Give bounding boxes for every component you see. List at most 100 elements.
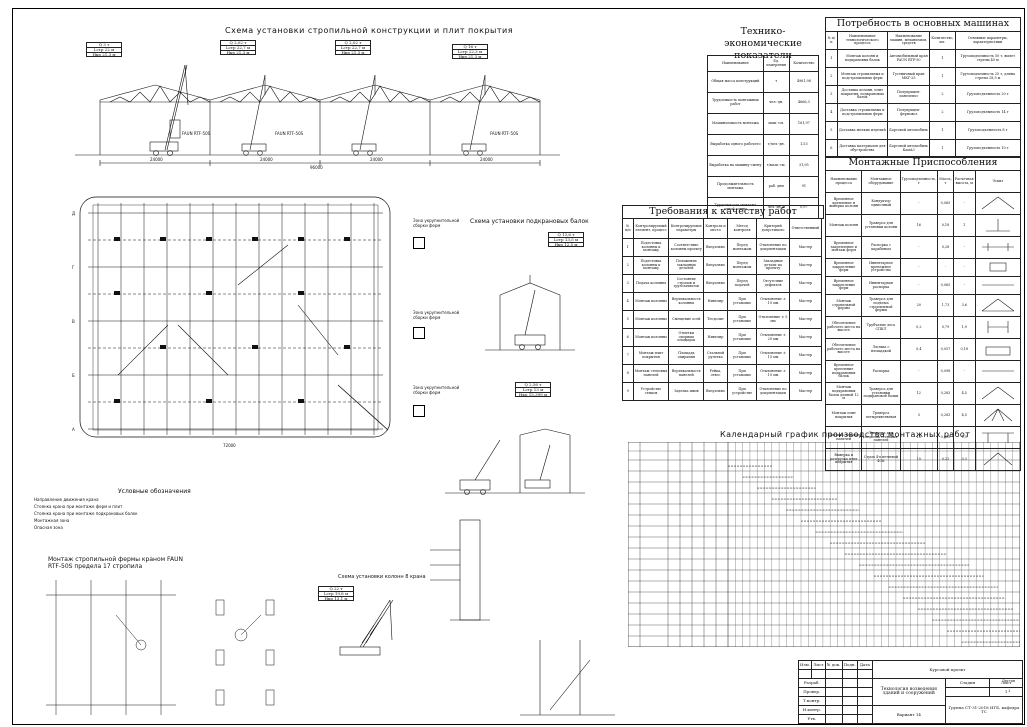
dim-bay-3: 24000 [370, 157, 383, 162]
legend-item: Монтажная зона [34, 518, 70, 523]
machines-table: № п/п Наименование технологического проц… [825, 31, 1021, 158]
column-scheme-title: Схема установки колонн 8 крана [338, 574, 426, 580]
machines-header: Наименование технологического процесса [836, 31, 888, 50]
devices-table: Наименование процесса Монтажное оборудов… [824, 170, 1022, 471]
truss-elevation-drawing [445, 428, 585, 495]
col-params: Q 22 т Lстр 19,8 м Hкр 13,1 м [318, 586, 354, 602]
stamp-role: Подп. [841, 660, 858, 670]
sketch-cell [974, 236, 1022, 259]
dim-grid-total: 72000 [223, 443, 236, 448]
tech-econ-header: Ед. измерения [762, 55, 790, 72]
crane-params-2: Q 2,02 т Lстр 22,7 м Hкр 21,3 м [220, 40, 256, 56]
stamp-role: Н.контр. [798, 705, 826, 715]
sketch-cell [974, 276, 1022, 295]
machines-header: № п/п [825, 31, 838, 50]
dim-bay-2: 24000 [260, 157, 273, 162]
crane-params-4: Q 16 т Lстр 22,3 м Hкр 21,3 м [452, 44, 488, 60]
crane-label-3: FAUN RTF-50S [490, 131, 519, 136]
stamp-stage-label: Стадия [944, 678, 991, 688]
legend-item: Стоянка крана при монтаже ферм и плит [34, 504, 123, 509]
quality-title: Требования к качеству работ [622, 205, 824, 219]
crane-label-1: FAUN RTF-50S [182, 131, 211, 136]
plan-grid: Д Г В Б А 72000 [72, 196, 391, 448]
stamp-sheet-value: 1 [989, 687, 1023, 697]
row-label-a: А [72, 427, 75, 432]
stamp-role: Изм. [797, 660, 813, 670]
column-section-drawing [430, 519, 615, 716]
machines-header: Наименование машин, механизмов, средств [886, 31, 931, 50]
legend-item: Направление движения крана [34, 497, 99, 502]
calendar-grid [628, 442, 1020, 647]
crane-beams-title: Схема установки подкрановых балок [470, 218, 589, 225]
quality-header: Метод контроля [726, 218, 758, 239]
devices-header: Эскиз [974, 170, 1022, 193]
sketch-cell [974, 258, 1022, 277]
sketch-cell [974, 316, 1022, 339]
tech-econ-header: Количество [788, 55, 820, 72]
row-label-d: Д [72, 211, 75, 216]
devices-header: Грузоподъемность, т [899, 170, 939, 193]
crane-param-h: Hкр 21,3 м [220, 49, 256, 56]
zone-box-1 [413, 237, 425, 249]
sketch-cell [974, 214, 1022, 237]
beam-param-h: Hкр 12,5 м [548, 241, 584, 248]
stamp-role: Дата [856, 660, 873, 670]
stamp-sheets-label: Листов [1002, 679, 1016, 683]
crane-params-3: Q 2,02 т Lстр 22,7 м Hкр 21,3 м [335, 40, 371, 56]
truss-install-title: Монтаж стропильной фермы краном FAUN RTF… [48, 556, 183, 570]
stamp-title: Технология возведения зданий и сооружени… [871, 678, 946, 706]
machines-title: Потребность в основных машинах [825, 17, 1021, 32]
machines-header: Основные параметры, характеристики [954, 31, 1021, 50]
stamp-project: Курсовой проект [871, 660, 1024, 679]
sketch-cell [974, 294, 1022, 317]
quality-header: Критерий допустимого [756, 218, 790, 239]
stamp-role: Провер. [798, 687, 826, 697]
stamp-role: Т.контр. [798, 696, 826, 706]
top-scheme-title: Схема установки стропильной конструкции … [225, 26, 514, 35]
stamp-sheets-value: 1 [1008, 689, 1011, 693]
calendar-frame [628, 442, 1020, 647]
tech-econ-table: Наименование Ед. измерения Количество Об… [707, 55, 820, 219]
stamp-org: Группа СТ-31-2018 ИГБ, кафедра ТС [944, 696, 1024, 724]
sketch-cell [974, 338, 1022, 361]
sketch-cell [974, 404, 1022, 427]
zone-label-2: Зона укрупнительной сборки ферм [413, 310, 460, 320]
sheet-frame [12, 8, 1025, 725]
title-block: Изм. Лист № док. Подп. Дата Курсовой про… [797, 660, 1024, 724]
row-label-v: В [72, 319, 75, 324]
quality-header: Ответственный [788, 218, 823, 239]
legend: Направление движения крана Стоянка крана… [34, 497, 334, 530]
stamp-role: № док. [824, 660, 843, 670]
cross-section-drawing: 96000 24000 24000 24000 24000 FAUN RTF-5… [75, 64, 560, 170]
column-crawler-crane [339, 599, 394, 656]
tech-econ-header: Наименование [707, 55, 764, 72]
dim-bay-1: 24000 [150, 157, 163, 162]
row-label-g: Г [72, 265, 75, 270]
